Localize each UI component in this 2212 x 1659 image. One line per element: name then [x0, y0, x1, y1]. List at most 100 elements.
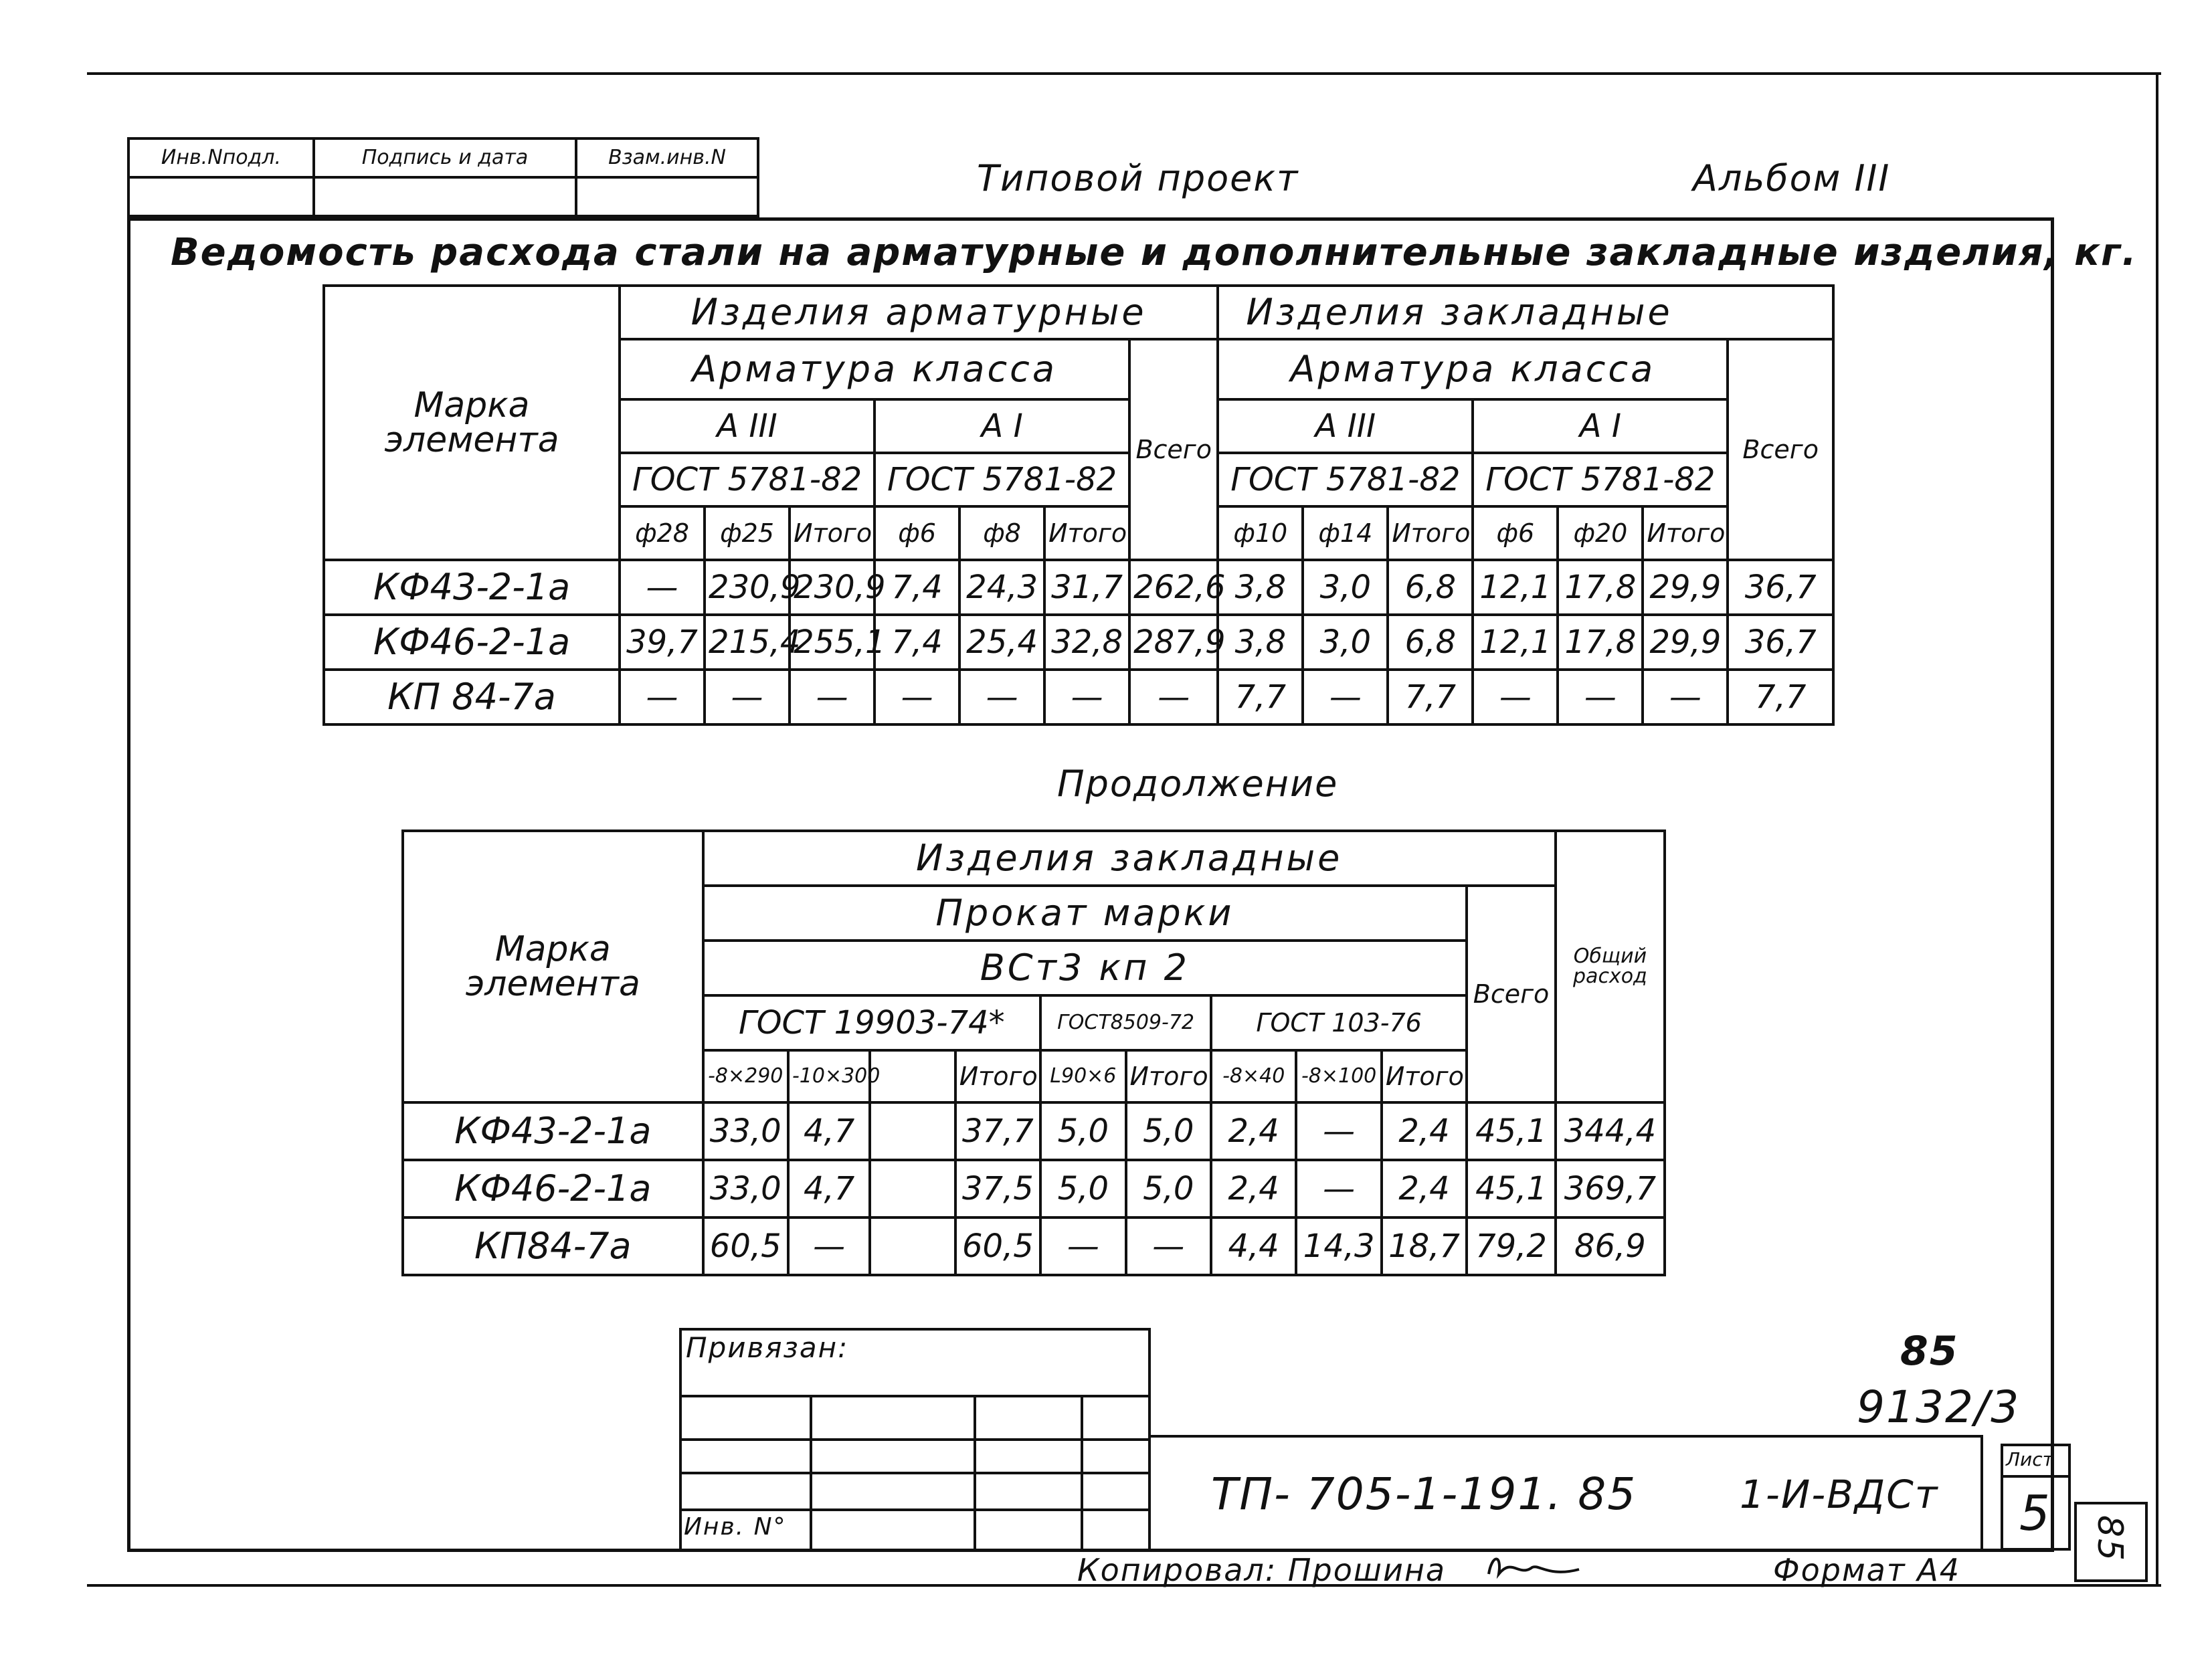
bottom-border-line: [87, 1584, 2161, 1587]
table2-subheader: -8×100: [1295, 1049, 1383, 1104]
table2-row-mark: КФ46-2-1а: [401, 1159, 705, 1219]
table-cell: 7,4: [873, 613, 961, 671]
table1-total-rebar: Всего: [1128, 338, 1220, 561]
table2-subheader: -10×300: [786, 1049, 880, 1104]
table-cell: 32,8: [1043, 613, 1131, 671]
table2-gost-103: ГОСТ 103-76: [1209, 994, 1469, 1052]
table-cell: 7,7: [1726, 668, 1835, 726]
handwritten-number-top: 85: [1900, 1328, 1959, 1375]
table-cell: 6,8: [1386, 613, 1475, 671]
table-cell: 287,9: [1128, 613, 1226, 671]
privyazan-vline-1: [810, 1395, 812, 1552]
table1-class-header-rebar: Арматура класса: [618, 338, 1131, 401]
table-cell: —: [703, 668, 792, 726]
table-cell: 344,4: [1554, 1101, 1667, 1161]
table2-total-header: Всего: [1465, 884, 1557, 1104]
signature-icon: [1487, 1557, 1580, 1579]
header-cell-signature: Подпись и дата: [312, 137, 577, 179]
table-cell: —: [1124, 1216, 1212, 1276]
table-cell: —: [1043, 668, 1131, 726]
table-cell: [868, 1216, 957, 1276]
album-label: Альбом III: [1693, 157, 1891, 199]
table-cell: 2,4: [1209, 1159, 1298, 1219]
table2-subheader-blank: [868, 1049, 957, 1104]
privyazan-vline-3: [1081, 1395, 1083, 1552]
table2-subheader: Итого: [1380, 1049, 1469, 1104]
table-cell: 36,7: [1726, 613, 1835, 671]
table-row: КФ46-2-1а 33,0 4,7 37,5 5,0 5,0 2,4 — 2,…: [401, 1159, 1667, 1219]
copied-by: Копировал: Прошина: [1077, 1552, 1447, 1588]
table-cell: 7,7: [1386, 668, 1475, 726]
privyazan-line-1: [679, 1395, 1151, 1397]
table1-subheader: ф14: [1301, 505, 1390, 561]
handwritten-number-bottom: 9132/3: [1857, 1381, 2021, 1433]
table1-class-header-embedded: Арматура класса: [1216, 338, 1730, 401]
table-cell: 12,1: [1471, 559, 1560, 616]
table2-subheader: L90×6: [1039, 1049, 1127, 1104]
table1-class-a1-embedded: А I: [1471, 398, 1730, 454]
table-cell: —: [618, 559, 707, 616]
table-cell: —: [788, 668, 877, 726]
table-cell: —: [1556, 668, 1645, 726]
table1-subheader: ф10: [1216, 505, 1305, 561]
table1-subheader: ф8: [958, 505, 1046, 561]
table-cell: 215,4: [703, 613, 800, 671]
table1-subheader: Итого: [788, 505, 877, 561]
table-cell: 2,4: [1380, 1101, 1469, 1161]
format-label: Формат А4: [1773, 1552, 1960, 1588]
table1-mark-header: Марка элемента: [322, 284, 622, 561]
copier-signature: [1485, 1551, 1586, 1584]
top-border-line: [87, 72, 2161, 75]
privyazan-line-3: [679, 1472, 1151, 1474]
side-number: 85: [2090, 1515, 2130, 1563]
table-steel-main: Марка элемента Изделия арматурные Издели…: [322, 284, 1835, 726]
header-cell-replace: Взам.инв.N: [575, 137, 759, 179]
table1-subheader: ф20: [1556, 505, 1645, 561]
header-cell-inv: Инв.Nподл.: [127, 137, 315, 179]
table-cell: 6,8: [1386, 559, 1475, 616]
table1-class-a3-rebar: А III: [618, 398, 877, 454]
table2-group-embedded: Изделия закладные: [701, 830, 1557, 887]
table-cell: 37,7: [953, 1101, 1042, 1161]
document-title: Ведомость расхода стали на арматурные и …: [171, 231, 2138, 274]
table-cell: 262,6: [1128, 559, 1226, 616]
table-cell: [868, 1101, 957, 1161]
table1-subheader: ф6: [873, 505, 961, 561]
table-cell: 3,8: [1216, 559, 1305, 616]
table-cell: 86,9: [1554, 1216, 1667, 1276]
continuation-label: Продолжение: [1057, 763, 1339, 805]
table1-class-a3-embedded: А III: [1216, 398, 1475, 454]
sheet-label: Лист: [2006, 1448, 2053, 1470]
privyazan-line-4: [679, 1508, 1151, 1511]
table-cell: 7,4: [873, 559, 961, 616]
table-cell: 24,3: [958, 559, 1046, 616]
table-cell: 5,0: [1124, 1159, 1212, 1219]
right-border-line: [2156, 72, 2158, 1585]
sheet-box-divider: [2001, 1475, 2071, 1478]
table-cell: 31,7: [1043, 559, 1131, 616]
table1-subheader: Итого: [1043, 505, 1131, 561]
table1-total-embedded: Всего: [1726, 338, 1835, 561]
table-row: КФ43-2-1а — 230,9 230,9 7,4 24,3 31,7 26…: [322, 559, 1835, 616]
main-frame: [127, 217, 2054, 1552]
table-cell: —: [958, 668, 1046, 726]
table-cell: 4,7: [786, 1101, 872, 1161]
table-cell: 4,7: [786, 1159, 872, 1219]
table-cell: 36,7: [1726, 559, 1835, 616]
table-cell: 45,1: [1465, 1101, 1557, 1161]
table-cell: —: [1128, 668, 1220, 726]
table-cell: 7,7: [1216, 668, 1305, 726]
table1-gost-a3-embedded: ГОСТ 5781-82: [1216, 452, 1475, 508]
table2-gost-8509: ГОСТ8509-72: [1039, 994, 1212, 1052]
table-cell: —: [1295, 1101, 1383, 1161]
table-cell: 33,0: [701, 1101, 790, 1161]
table-row: КП 84-7а — — — — — — — 7,7 — 7,7 — — — 7…: [322, 668, 1835, 726]
table1-subheader: Итого: [1386, 505, 1475, 561]
table-row: КФ43-2-1а 33,0 4,7 37,7 5,0 5,0 2,4 — 2,…: [401, 1101, 1667, 1161]
table-cell: 5,0: [1039, 1101, 1127, 1161]
table-cell: 17,8: [1556, 613, 1645, 671]
inv-label: Инв. N°: [684, 1513, 787, 1541]
header-cell-blank-1: [127, 176, 315, 217]
table-cell: 2,4: [1209, 1101, 1298, 1161]
titleblock-top-line: [1151, 1435, 1980, 1438]
